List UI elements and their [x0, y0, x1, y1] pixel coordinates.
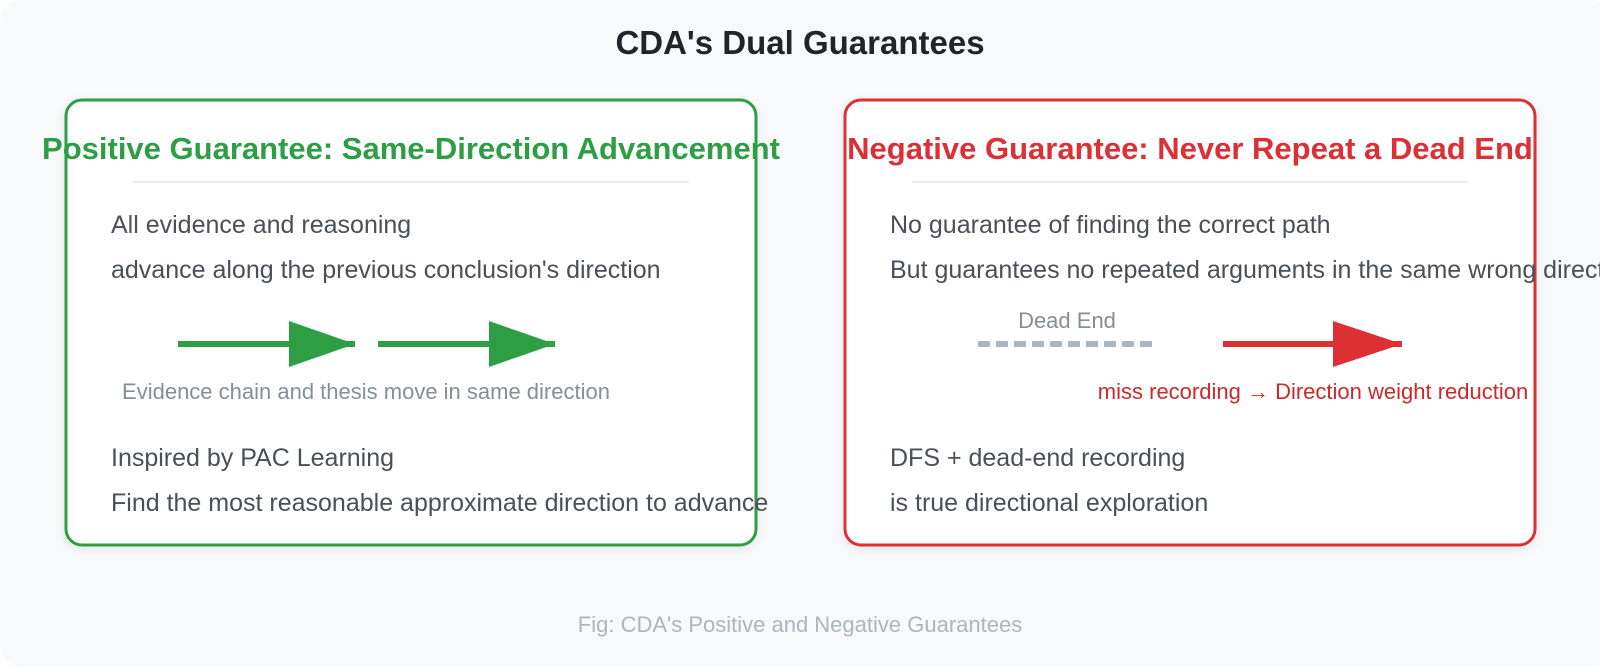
negative-line-2: But guarantees no repeated arguments in …: [890, 256, 1600, 284]
negative-line-1: No guarantee of finding the correct path: [890, 211, 1331, 239]
negative-guarantee-card: Negative Guarantee: Never Repeat a Dead …: [843, 98, 1600, 547]
negative-arrow-note: miss recording → Direction weight reduct…: [1098, 379, 1528, 404]
positive-line-1: All evidence and reasoning: [111, 211, 411, 239]
figure-caption: Fig: CDA's Positive and Negative Guarant…: [578, 612, 1022, 637]
positive-footer-line-2: Find the most reasonable approximate dir…: [111, 489, 768, 517]
negative-heading: Negative Guarantee: Never Repeat a Dead …: [847, 131, 1533, 166]
negative-card-border: [843, 98, 1537, 547]
redirect-arrow-icon: [1223, 321, 1402, 367]
positive-arrow-note: Evidence chain and thesis move in same d…: [122, 379, 610, 404]
dead-end-label: Dead End: [1018, 308, 1116, 333]
forward-arrow-icon: [178, 321, 355, 367]
negative-footer-line-1: DFS + dead-end recording: [890, 444, 1185, 472]
positive-guarantee-card: Positive Guarantee: Same-Direction Advan…: [42, 98, 780, 547]
positive-footer-line-1: Inspired by PAC Learning: [111, 444, 394, 472]
forward-arrow-icon: [378, 321, 555, 367]
positive-line-2: advance along the previous conclusion's …: [111, 256, 661, 284]
figure-title: CDA's Dual Guarantees: [615, 24, 984, 61]
positive-card-border: [64, 98, 758, 547]
negative-footer-line-2: is true directional exploration: [890, 489, 1208, 517]
positive-heading: Positive Guarantee: Same-Direction Advan…: [42, 131, 780, 166]
